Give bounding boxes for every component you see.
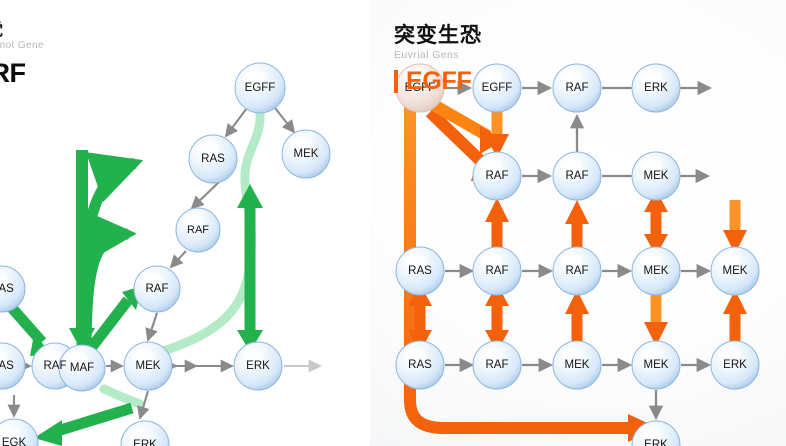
left-cjk-title: 变党	[0, 22, 190, 38]
right-orange-v-c4r1-down-head	[723, 230, 747, 254]
node-ras[interactable]	[0, 342, 26, 390]
right-orange-v-c2r3-up-head	[565, 290, 589, 314]
node-mek[interactable]	[631, 151, 681, 201]
left-green-diag-1	[7, 304, 47, 346]
node-highlight	[243, 70, 266, 85]
node-highlight	[289, 137, 312, 151]
node-highlight	[718, 254, 741, 268]
node-raf[interactable]	[552, 246, 602, 296]
node-erk[interactable]	[710, 340, 760, 390]
left-subtitle: ring Gnot Gene	[0, 40, 44, 51]
node-highlight	[560, 71, 583, 85]
right-orange-v-c2r2-up-head	[565, 200, 589, 224]
left-diagram-panel: EGFFRASMEKRAFRAFRASRASRAFMAFMEKERKEGKERK…	[0, 0, 362, 446]
right-orange-v-c3-double-up	[644, 190, 668, 212]
node-mek[interactable]	[631, 246, 681, 296]
node-raf[interactable]	[133, 265, 181, 313]
node-highlight	[39, 349, 61, 363]
node-egff[interactable]	[234, 62, 286, 114]
node-mek[interactable]	[281, 129, 331, 179]
node-highlight	[403, 348, 426, 362]
right-node-group	[395, 63, 760, 446]
node-highlight	[66, 351, 88, 365]
node-ras[interactable]	[395, 246, 445, 296]
node-highlight	[639, 428, 662, 442]
left-faded-green-ribbon-2	[99, 384, 145, 409]
right-cjk-title: 突变生恐	[394, 23, 482, 47]
node-highlight	[141, 272, 163, 286]
node-highlight	[560, 254, 583, 268]
node-highlight	[403, 71, 426, 85]
node-highlight	[639, 71, 662, 85]
node-raf[interactable]	[472, 151, 522, 201]
right-heading: EGFF	[394, 67, 724, 96]
node-highlight	[560, 159, 583, 173]
node-highlight	[196, 142, 219, 156]
node-highlight	[183, 214, 204, 227]
node-raf[interactable]	[472, 340, 522, 390]
node-highlight	[480, 71, 503, 85]
node-highlight	[403, 254, 426, 268]
node-mek[interactable]	[552, 340, 602, 390]
node-raf[interactable]	[472, 246, 522, 296]
left-green-vertical-head-up	[237, 184, 263, 208]
node-mek[interactable]	[631, 340, 681, 390]
left-green-to-egk	[52, 402, 134, 438]
node-mek[interactable]	[123, 341, 173, 391]
node-highlight	[0, 350, 8, 363]
node-mek[interactable]	[710, 246, 760, 296]
node-highlight	[241, 349, 264, 363]
node-highlight	[639, 254, 662, 268]
left-heading: GRF	[0, 58, 26, 88]
right-panel-header: 突变生恐 Euvrial Gens EGFF	[394, 24, 724, 96]
node-erk[interactable]	[233, 341, 283, 391]
node-highlight	[0, 273, 8, 286]
node-highlight	[480, 159, 503, 173]
node-highlight	[480, 254, 503, 268]
node-highlight	[718, 348, 741, 362]
right-orange-v-c1r0-head	[485, 134, 509, 158]
left-panel-header: 变党 ring Gnot Gene GRF	[0, 22, 190, 89]
node-highlight	[639, 348, 662, 362]
right-orange-diag-upper	[429, 98, 491, 142]
node-highlight	[480, 348, 503, 362]
left-green-vertical-head-down	[237, 330, 263, 352]
right-orange-v-c3r2-down-head	[644, 322, 668, 346]
node-ras[interactable]	[188, 134, 238, 184]
orange-tick-marker	[394, 70, 398, 93]
node-ras[interactable]	[0, 265, 26, 313]
left-green-down-head	[69, 328, 95, 352]
node-maf[interactable]	[58, 344, 106, 392]
right-orange-long-path	[404, 106, 634, 434]
right-orange-v-c4r3-up-head	[723, 290, 747, 314]
right-orange-v-c3-double-down	[644, 234, 668, 256]
node-highlight	[131, 349, 154, 363]
node-highlight	[128, 428, 151, 442]
right-orange-v-c1r2-up-head	[485, 198, 509, 222]
right-heading-text: EGFF	[406, 67, 472, 95]
left-diagram-svg	[0, 62, 331, 446]
node-highlight	[0, 426, 20, 440]
node-ras[interactable]	[395, 340, 445, 390]
node-highlight	[560, 348, 583, 362]
node-raf[interactable]	[175, 207, 221, 253]
left-green-diag-2	[83, 296, 133, 356]
left-green-to-egk-head	[34, 420, 62, 446]
node-raf[interactable]	[552, 151, 602, 201]
node-highlight	[639, 159, 662, 173]
left-node-group	[0, 62, 331, 446]
right-subtitle: Euvrial Gens	[394, 49, 459, 61]
right-diagram-svg	[395, 63, 760, 446]
